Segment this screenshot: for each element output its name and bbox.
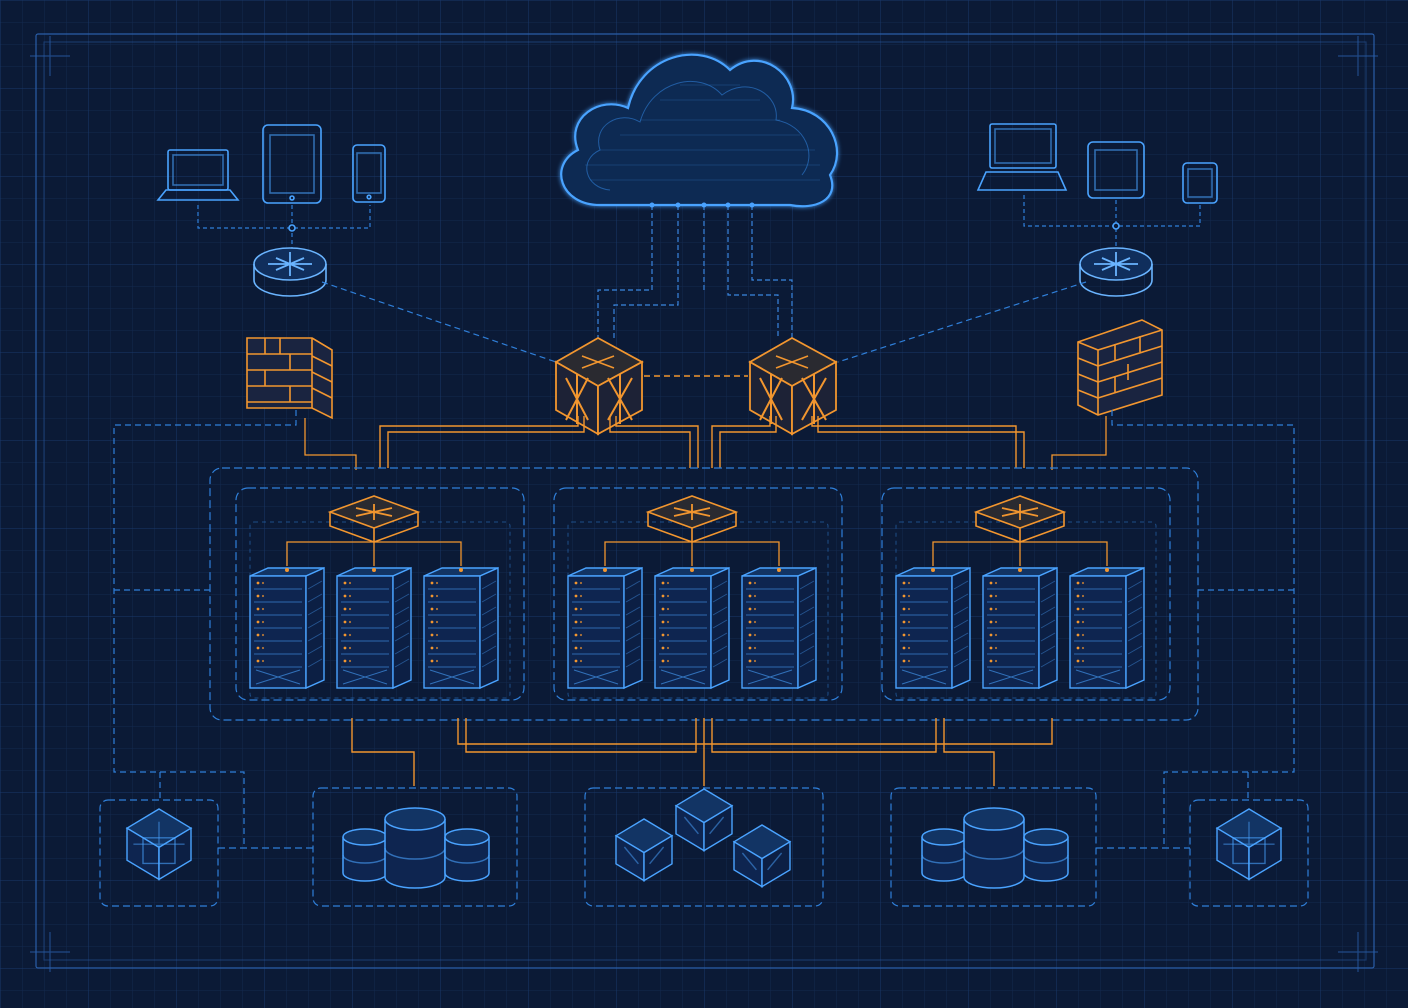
pod-storage-links	[351, 718, 1053, 786]
database-icon	[444, 828, 490, 882]
server-rack-icon	[895, 566, 971, 690]
storage-icons	[125, 788, 1283, 889]
server-rack-icon	[249, 566, 325, 690]
core-switch-icon	[554, 336, 644, 436]
storage-row	[99, 787, 1309, 907]
server-rack-icon	[982, 566, 1058, 690]
database-icon	[1023, 828, 1069, 882]
storage-block-2	[342, 807, 490, 889]
firewall-icon	[1077, 319, 1163, 416]
server-rack-icon	[567, 566, 643, 690]
access-switch-icon	[327, 495, 421, 543]
cube-icon	[1215, 808, 1283, 881]
router-icon	[1079, 247, 1153, 297]
laptop-icon	[156, 149, 240, 201]
core-switch-icon	[748, 336, 838, 436]
cube-icon	[614, 818, 674, 882]
phone-icon	[352, 144, 386, 203]
cube-icon	[674, 788, 734, 852]
database-icon	[921, 828, 967, 882]
storage-block-1	[125, 808, 193, 881]
server-rack-icon	[1069, 566, 1145, 690]
database-icon	[963, 807, 1025, 889]
server-rack-icon	[423, 566, 499, 690]
tablet-icon	[1087, 141, 1145, 199]
tablet-icon	[1182, 162, 1218, 204]
server-rack-icon	[654, 566, 730, 690]
router-icon	[253, 247, 327, 297]
cube-icon	[732, 824, 792, 888]
pods	[235, 487, 1171, 701]
side-links	[113, 410, 1295, 845]
storage-block-4	[921, 807, 1069, 889]
blueprint-frame	[30, 33, 1378, 972]
client-group-right	[976, 123, 1218, 248]
cloud-port-dots	[649, 202, 755, 208]
server-rack-icon	[741, 566, 817, 690]
switch-rack-links	[932, 541, 1108, 566]
switch-rack-links	[286, 541, 462, 566]
cloud-uplinks	[597, 205, 793, 340]
database-icon	[384, 807, 446, 889]
tablet-icon	[262, 124, 322, 204]
core-pod-links	[379, 416, 1025, 468]
database-icon	[342, 828, 388, 882]
pod-3	[881, 487, 1171, 701]
cloud-icon	[560, 53, 839, 208]
client-group-left	[156, 124, 386, 248]
firewall-icon	[246, 337, 333, 420]
firewall-pod-links	[304, 416, 1107, 470]
server-rack-icon	[336, 566, 412, 690]
switch-rack-links	[604, 541, 780, 566]
storage-block-5	[1215, 808, 1283, 881]
cube-icon	[125, 808, 193, 881]
pod-2	[553, 487, 843, 701]
storage-block-3	[614, 788, 792, 888]
router-core-links	[321, 281, 1087, 363]
laptop-icon	[976, 123, 1068, 191]
pod-1	[235, 487, 525, 701]
